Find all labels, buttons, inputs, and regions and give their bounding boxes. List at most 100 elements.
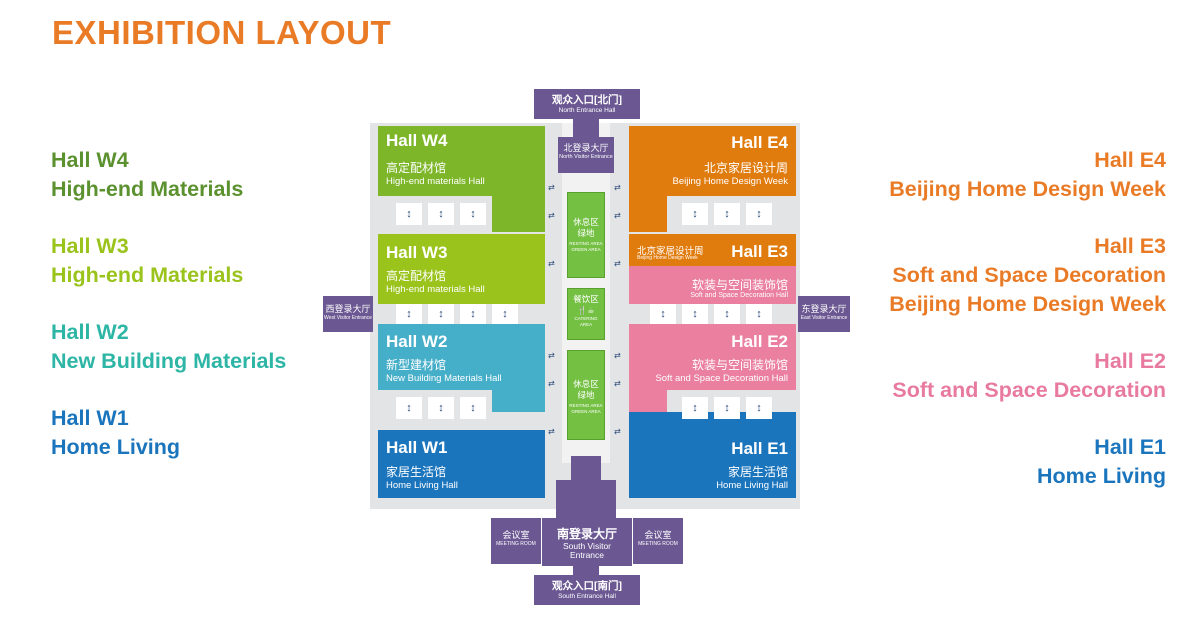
meeting-en: MEETING ROOM xyxy=(638,541,678,547)
hall-cn: 软装与空间装饰馆 xyxy=(691,358,788,372)
connector-e-32-4: ↕ xyxy=(746,304,772,324)
rest-area-en: RESTING AREA GREEN AREA xyxy=(569,403,603,414)
legend-desc: Soft and Space Decoration xyxy=(892,263,1166,287)
rest-area-cn: 绿地 xyxy=(577,390,595,400)
legend-desc: Soft and Space Decoration xyxy=(892,378,1166,402)
hall-en: Home Living Hall xyxy=(386,480,458,491)
connector-e-32-2: ↕ xyxy=(682,304,708,324)
hall-en: New Building Materials Hall xyxy=(386,373,502,384)
legend-desc: High-end Materials xyxy=(51,263,244,287)
entrance-en: North Visitor Entrance xyxy=(559,154,613,160)
legend-item-w2: Hall W2 New Building Materials xyxy=(51,318,286,376)
north-visitor-entrance[interactable]: 北登录大厅 North Visitor Entrance xyxy=(558,137,614,173)
hall-e1[interactable]: Hall E1 家居生活馆 Home Living Hall xyxy=(629,412,796,498)
south-entrance-hall[interactable]: 观众入口[南门] South Entrance Hall xyxy=(534,575,640,605)
legend-item-e3: Hall E3 Soft and Space Decoration Beijin… xyxy=(889,232,1166,319)
legend-item-w1: Hall W1 Home Living xyxy=(51,404,286,462)
rest-area-en: RESTING AREA GREEN AREA xyxy=(569,241,603,252)
legend-desc: Home Living xyxy=(1036,464,1166,488)
hall-e4[interactable]: Hall E4 北京家居设计周 Beijing Home Design Week xyxy=(629,126,796,196)
hall-w2[interactable]: Hall W2 新型建材馆 New Building Materials Hal… xyxy=(378,324,545,390)
connector-e-32-3: ↕ xyxy=(714,304,740,324)
hall-cn: 北京家居设计周 xyxy=(703,161,788,175)
side-arrow: ⇄ xyxy=(614,427,621,436)
side-arrow: ⇄ xyxy=(548,183,555,192)
legend-hall: Hall E4 xyxy=(1094,148,1166,172)
connector-e-43-3: ↕ xyxy=(746,203,772,225)
hall-w1[interactable]: Hall W1 家居生活馆 Home Living Hall xyxy=(378,430,545,498)
hall-name: Hall W2 xyxy=(386,332,448,351)
south-connector xyxy=(573,566,599,576)
side-arrow: ⇄ xyxy=(614,211,621,220)
hall-cn: 软装与空间装饰馆 xyxy=(691,278,788,292)
legend-item-w4: Hall W4 High-end Materials xyxy=(51,146,286,204)
legend-hall: Hall E1 xyxy=(1094,435,1166,459)
entrance-en: East Visitor Entrance xyxy=(800,315,848,321)
catering-area[interactable]: 餐饮区 🍴☕ CATERING AREA xyxy=(567,288,605,340)
connector-w-21-1: ↕ xyxy=(396,397,422,419)
south-visitor-entrance[interactable]: 南登录大厅 South Visitor Entrance xyxy=(542,518,632,566)
legend-hall: Hall W1 xyxy=(51,406,129,430)
east-visitor-entrance[interactable]: 东登录大厅 East Visitor Entrance xyxy=(798,296,850,332)
meeting-room-left[interactable]: 会议室 MEETING ROOM xyxy=(491,518,541,564)
connector-w-21-2: ↕ xyxy=(428,397,454,419)
hall-e2[interactable]: Hall E2 软装与空间装饰馆 Soft and Space Decorati… xyxy=(629,324,796,390)
hall-e3[interactable]: 北京家居设计周 Beijing Home Design Week Hall E3… xyxy=(629,234,796,304)
south-corridor-mid xyxy=(556,480,616,520)
connector-e-21-3: ↕ xyxy=(746,397,772,419)
rest-area-cn: 休息区 xyxy=(573,379,599,389)
legend-desc: High-end Materials xyxy=(51,177,244,201)
hall-en: Soft and Space Decoration Hall xyxy=(690,292,788,299)
hall-name: Hall W1 xyxy=(386,438,448,457)
hall-e3-design-week-band xyxy=(629,234,796,266)
meeting-cn: 会议室 xyxy=(644,530,672,540)
west-visitor-entrance[interactable]: 西登录大厅 West Visitor Entrance xyxy=(323,296,373,332)
legend-hall: Hall E2 xyxy=(1094,349,1166,373)
connector-w-32-2: ↕ xyxy=(428,304,454,324)
hall-cn: 新型建材馆 xyxy=(386,358,447,372)
hall-w4[interactable]: Hall W4 高定配材馆 High-end materials Hall xyxy=(378,126,545,196)
side-arrow: ⇄ xyxy=(548,211,555,220)
entrance-en: South Visitor Entrance xyxy=(562,541,612,560)
hall-name: Hall E3 xyxy=(731,242,788,261)
side-arrow: ⇄ xyxy=(548,259,555,268)
legend-hall: Hall W4 xyxy=(51,148,129,172)
side-arrow: ⇄ xyxy=(614,379,621,388)
connector-w-43-3: ↕ xyxy=(460,203,486,225)
legend-hall: Hall W2 xyxy=(51,320,129,344)
entrance-cn: 观众入口[北门] xyxy=(552,94,622,106)
north-entrance-hall[interactable]: 观众入口[北门] North Entrance Hall xyxy=(534,89,640,119)
legend-desc: Beijing Home Design Week xyxy=(889,292,1166,316)
hall-w3[interactable]: Hall W3 高定配材馆 High-end materials Hall xyxy=(378,234,545,304)
hall-en: Beijing Home Design Week xyxy=(672,176,788,187)
hall-w4-annex xyxy=(492,196,545,232)
hall-e2-annex xyxy=(629,390,667,412)
connector-w-43-2: ↕ xyxy=(428,203,454,225)
hall-name: Hall E1 xyxy=(731,439,788,458)
hall-name: Hall E4 xyxy=(731,133,788,152)
hall-en: High-end materials Hall xyxy=(386,176,485,187)
legend-desc: Beijing Home Design Week xyxy=(889,177,1166,201)
connector-w-32-4: ↕ xyxy=(492,304,518,324)
page-title: EXHIBITION LAYOUT xyxy=(52,14,392,51)
legend-item-e4: Hall E4 Beijing Home Design Week xyxy=(889,146,1166,204)
hall-en: High-end materials Hall xyxy=(386,284,485,295)
hall-e3-sub-cn: 北京家居设计周 xyxy=(637,246,704,257)
meeting-room-right[interactable]: 会议室 MEETING ROOM xyxy=(633,518,683,564)
connector-e-43-1: ↕ xyxy=(682,203,708,225)
hall-cn: 家居生活馆 xyxy=(386,465,447,479)
catering-en: CATERING AREA xyxy=(574,316,598,327)
entrance-en: South Entrance Hall xyxy=(558,593,616,600)
catering-icon: 🍴☕ xyxy=(577,306,595,315)
entrance-cn: 西登录大厅 xyxy=(325,304,371,314)
entrance-en: West Visitor Entrance xyxy=(324,315,372,321)
side-arrow: ⇄ xyxy=(548,427,555,436)
connector-w-43-1: ↕ xyxy=(396,203,422,225)
meeting-cn: 会议室 xyxy=(502,530,530,540)
rest-area-bottom[interactable]: 休息区 绿地 RESTING AREA GREEN AREA xyxy=(567,350,605,440)
entrance-cn: 观众入口[南门] xyxy=(552,580,622,592)
legend-desc: New Building Materials xyxy=(51,349,287,373)
hall-en: Home Living Hall xyxy=(716,480,788,491)
rest-area-top[interactable]: 休息区 绿地 RESTING AREA GREEN AREA xyxy=(567,192,605,278)
